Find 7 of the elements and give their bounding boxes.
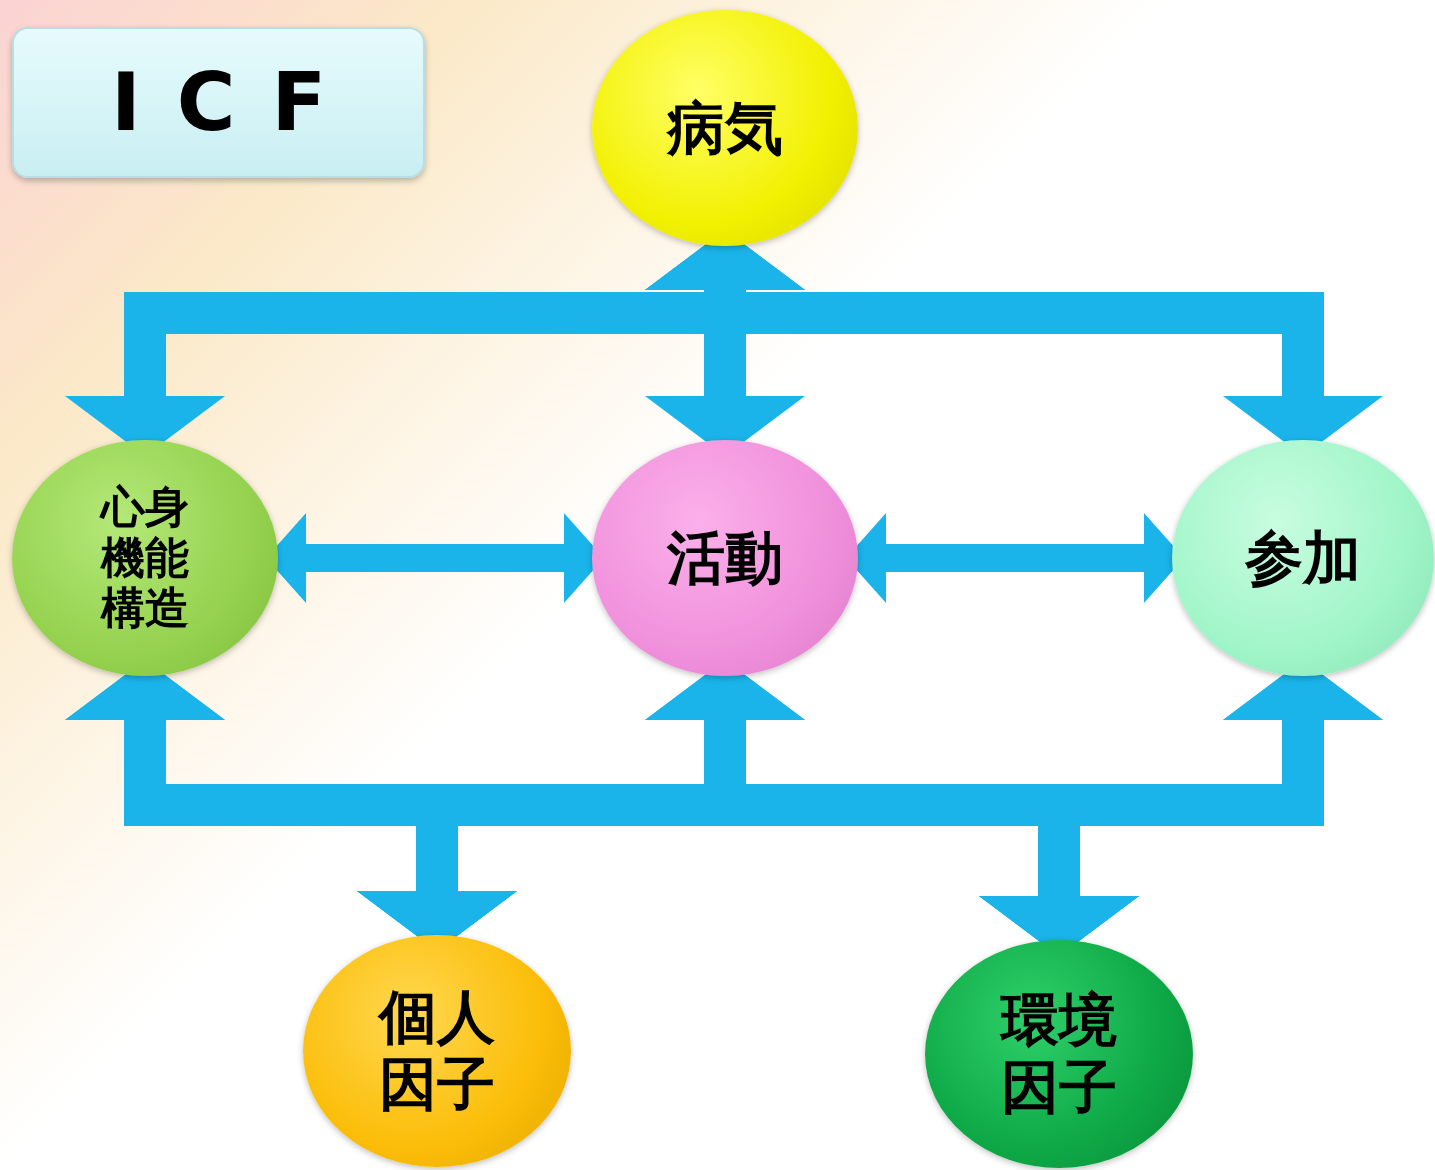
title-text: ICF (109, 54, 363, 151)
category-label: 個人因子 (379, 984, 495, 1118)
category-label: 活動 (665, 522, 784, 594)
category-label: 参加 (1244, 522, 1362, 594)
category-label: 環境因子 (1001, 987, 1117, 1121)
category-label: 心身機能構造 (101, 482, 189, 634)
category-label: 病気 (665, 92, 784, 164)
